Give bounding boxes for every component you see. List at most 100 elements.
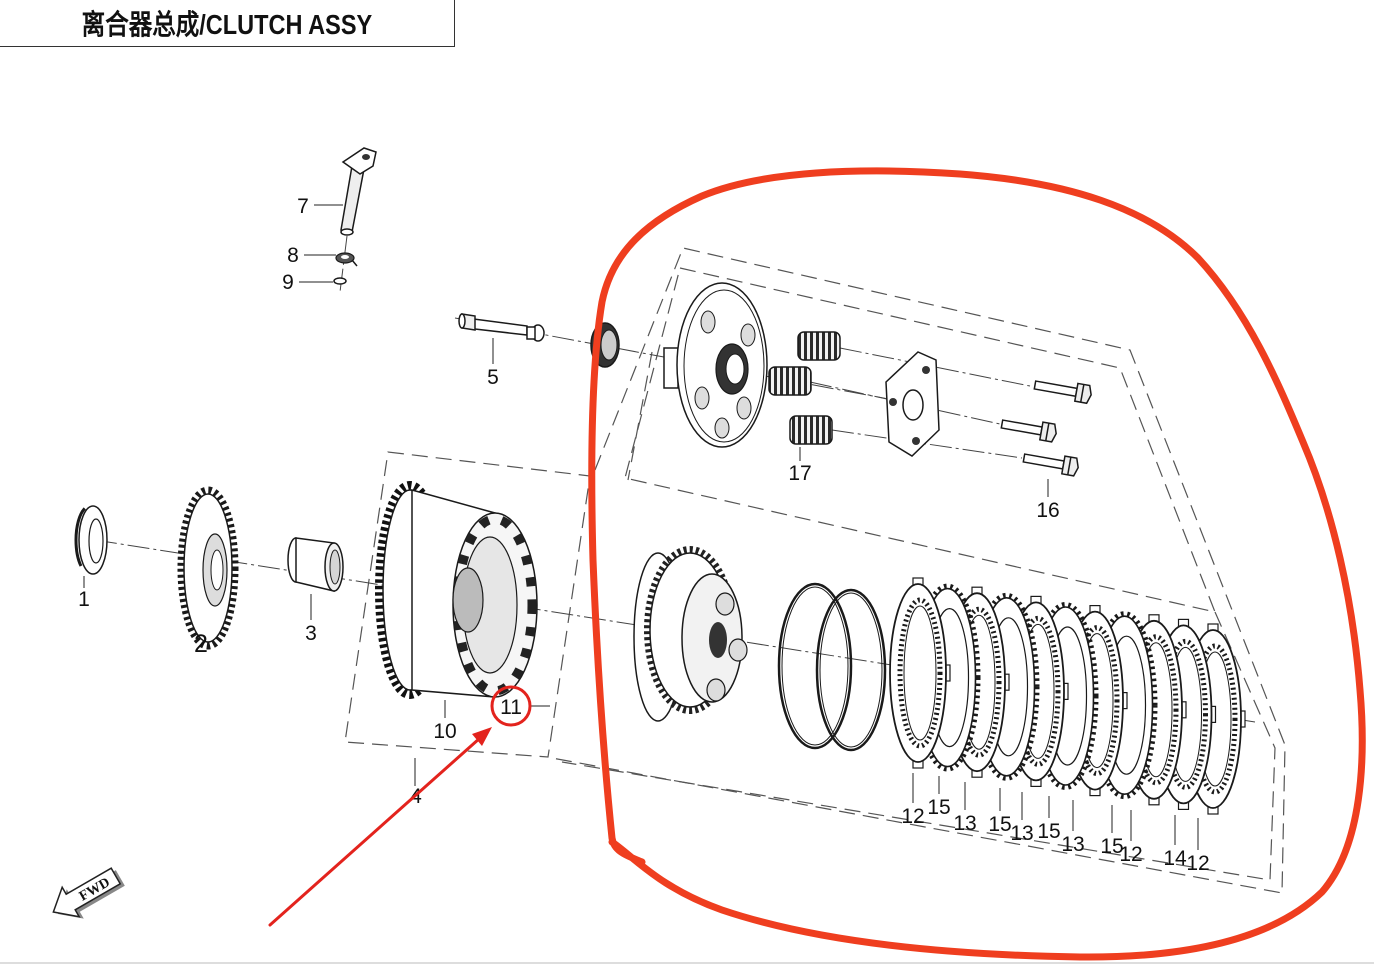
clutch-housing-part [375,481,538,699]
highlight-circle [490,685,532,727]
bolt [1033,380,1092,405]
highlight-outline [588,167,1366,961]
bolt-head-edge [1066,456,1072,475]
pressure-plate-bore [725,353,745,385]
hub-boss [706,678,726,702]
callout-8: 8 [287,244,299,267]
bearing-inner [600,329,618,361]
pressure-plate-hole [714,417,730,439]
lever-arm [341,147,377,175]
steel-plate-inner-teeth [897,597,943,749]
bolt-axis-c [831,429,1023,459]
lever-shaft-end [340,228,354,236]
hub-boss [715,592,735,616]
hub-boss [728,638,748,662]
pointer-arrow-line [268,736,482,927]
pressure-plate-hole [700,310,716,334]
push-rod-part [458,313,545,342]
diagram-title: 离合器总成/CLUTCH ASSY [81,9,373,40]
steel-plate-bore [903,605,937,741]
callout-plate: 14 [1163,847,1187,870]
bolt-head-edge [1079,384,1085,403]
lifter-plate-hole [889,398,897,406]
title-box: 离合器总成/CLUTCH ASSY [0,0,455,47]
callout-17: 17 [788,462,811,485]
gear-teeth [177,486,239,650]
lever-shaft [340,165,365,233]
steel-plate [889,577,951,769]
callout-11: 11 [500,696,522,719]
leader-lines [83,204,1199,850]
lifter-plate-hole [912,437,920,445]
o-rings [777,582,887,752]
friction-plate-teeth [973,592,1040,781]
clutch-plate-stack [889,577,1246,815]
pointer-arrow-head [472,727,492,746]
release-lever-part [340,147,377,236]
callout-2: 2 [194,630,208,658]
lifter-plate-hole [922,366,930,374]
callout-plate: 13 [1010,822,1033,845]
friction-plate-teeth [914,583,981,772]
hub-bore [709,622,727,658]
fwd-arrow-icon [52,867,122,918]
callout-7: 7 [297,195,309,218]
pressure-plate-boss [663,347,679,389]
washer-edge [74,504,106,576]
o-ring [777,582,853,750]
callout-plate: 13 [953,812,976,835]
o-ring [815,588,887,752]
callout-plate: 13 [1061,833,1084,856]
pressure-plate-hole [736,396,752,420]
seal-bore [341,255,349,259]
bolt-shaft [1000,419,1043,436]
clutch-hub-part [633,546,748,722]
callout-plate: 12 [1119,843,1142,866]
bushing-part [287,537,344,592]
steel-plate-inner-teeth [1133,634,1179,786]
friction-plate-teeth [1091,611,1158,800]
pressure-plate-part [663,282,768,448]
washer-part [74,504,108,576]
assembly-boundaries [344,247,1286,894]
callout-plate: 15 [1037,820,1060,843]
outer-assembly-boundary [551,247,1286,894]
fwd-direction-marker: FWD [52,867,125,919]
callout-10: 10 [433,720,456,743]
lever-o-ring-part [333,277,347,285]
callout-3: 3 [305,622,317,645]
lever-seal-part [335,252,358,267]
callout-1: 1 [78,588,90,611]
clutch-springs [768,331,841,445]
callout-9: 9 [282,271,294,294]
callout-plate: 15 [927,796,950,819]
push-rod-neck [526,326,536,340]
steel-plate-inner-teeth [1163,638,1208,790]
o-ring-inner-edge [819,592,883,748]
drive-gear-part [177,486,239,650]
callout-plate: 15 [1100,835,1123,858]
clutch-spring [797,331,841,361]
lifter-plate-part [885,351,940,457]
friction-plate-teeth [1032,602,1099,790]
bushing-bore [329,549,341,585]
bolt [1000,419,1057,443]
pressure-plate-hole [740,323,756,347]
gear-bore [210,549,224,591]
lever-arm-hole [362,154,370,160]
push-rod-cap [458,313,466,329]
plate-group-boundary [561,611,1276,881]
clutch-spring [768,366,812,396]
steel-plate-inner-teeth [1192,643,1238,795]
bolt-shaft [1033,380,1078,398]
callout-5: 5 [487,366,499,389]
bolts-part [1000,380,1092,477]
housing-boss [452,567,484,633]
callout-plate: 15 [988,813,1011,836]
housing-assembly-boundary [344,451,591,758]
callout-plate: 12 [1186,852,1209,875]
steel-plate-inner-teeth [1074,625,1120,777]
pressure-plate-hole [694,386,710,410]
clutch-spring [789,415,833,445]
callout-16: 16 [1036,499,1059,522]
